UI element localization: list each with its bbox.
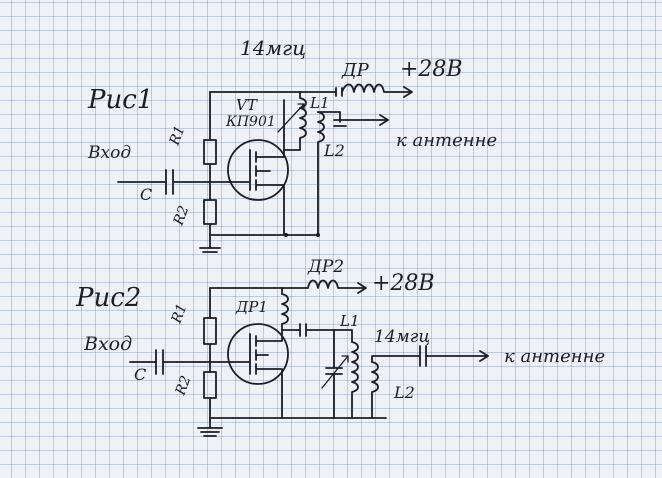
- fig1-supply-label: +28В: [400, 57, 463, 82]
- fig2-output-wire: [371, 355, 421, 363]
- fig1-l1-coil: [283, 91, 307, 151]
- fig1-input-capacitor: [165, 169, 174, 195]
- figure-2-schematic: Рис2 ДР2 +28В ДР1 Вход С R1 R2 L1 14мгц …: [75, 257, 605, 437]
- fig1-transistor-label: VT: [236, 96, 258, 114]
- fig1-title: Рис1: [87, 85, 153, 115]
- fig2-r1-label: R1: [168, 302, 190, 327]
- fig1-antenna-arrow: [345, 114, 389, 126]
- fig2-r2-resistor: [203, 371, 217, 399]
- fig2-antenna-arrow: [425, 350, 489, 362]
- fig2-input-label: Вход: [83, 333, 132, 355]
- fig1-tuning-arrow: [277, 103, 305, 133]
- fig2-cap-label: С: [134, 365, 146, 384]
- fig2-r2-label: R2: [172, 374, 194, 399]
- fig2-l2-label: L2: [393, 383, 415, 402]
- fig1-output-wire: [317, 111, 341, 123]
- fig1-l1-label: L1: [309, 94, 330, 112]
- fig1-input-label: Вход: [87, 143, 131, 163]
- fig2-l2-coil: [371, 361, 379, 419]
- fig2-antenna-label: к антенне: [504, 346, 605, 367]
- fig2-choke1-label: ДР1: [235, 298, 268, 316]
- fig2-choke2-coil: [281, 279, 367, 294]
- fig1-r1-resistor: [203, 139, 217, 165]
- fig2-transistor-leads: [231, 329, 283, 419]
- fig2-choke1-coil: [281, 287, 289, 331]
- fig1-antenna-label: к антенне: [396, 130, 497, 151]
- fig2-ground-icon: [197, 427, 223, 437]
- fig2-frequency-label: 14мгц: [374, 327, 430, 347]
- fig1-r1-label: R1: [166, 124, 188, 149]
- fig2-tuning-arrow: [321, 355, 349, 389]
- fig2-input-capacitor: [155, 349, 164, 375]
- figure-1-schematic: Рис1 14мгц ДР +28В VT КП901 Вход С R1 R2…: [87, 36, 497, 253]
- fig1-node: [284, 233, 288, 237]
- fig2-l1-label: L1: [339, 312, 360, 330]
- fig1-transistor-leads: [227, 99, 285, 236]
- fig1-output-cap: [333, 119, 347, 127]
- fig2-choke-label: ДР2: [307, 257, 344, 277]
- fig2-tank-capacitor: [325, 329, 343, 419]
- fig2-supply-label: +28В: [372, 271, 435, 296]
- fig2-coupling-cap: [281, 323, 353, 343]
- fig1-cap-label: С: [140, 185, 152, 204]
- fig1-choke-coil: [341, 83, 413, 98]
- fig1-l2-coil: [317, 111, 325, 236]
- fig2-l1-coil: [351, 341, 359, 419]
- fig2-title: Рис2: [75, 283, 141, 313]
- fig1-l2-label: L2: [323, 141, 345, 160]
- fig2-transistor-symbol: [227, 323, 289, 385]
- fig1-r2-label: R2: [170, 204, 192, 229]
- fig2-r1-resistor: [203, 317, 217, 345]
- fig1-choke-label: ДР: [341, 60, 370, 81]
- fig1-r2-resistor: [203, 199, 217, 225]
- fig1-transistor-type: КП901: [225, 114, 276, 130]
- fig1-frequency-label: 14мгц: [240, 36, 306, 60]
- fig1-transistor-symbol: [227, 139, 289, 201]
